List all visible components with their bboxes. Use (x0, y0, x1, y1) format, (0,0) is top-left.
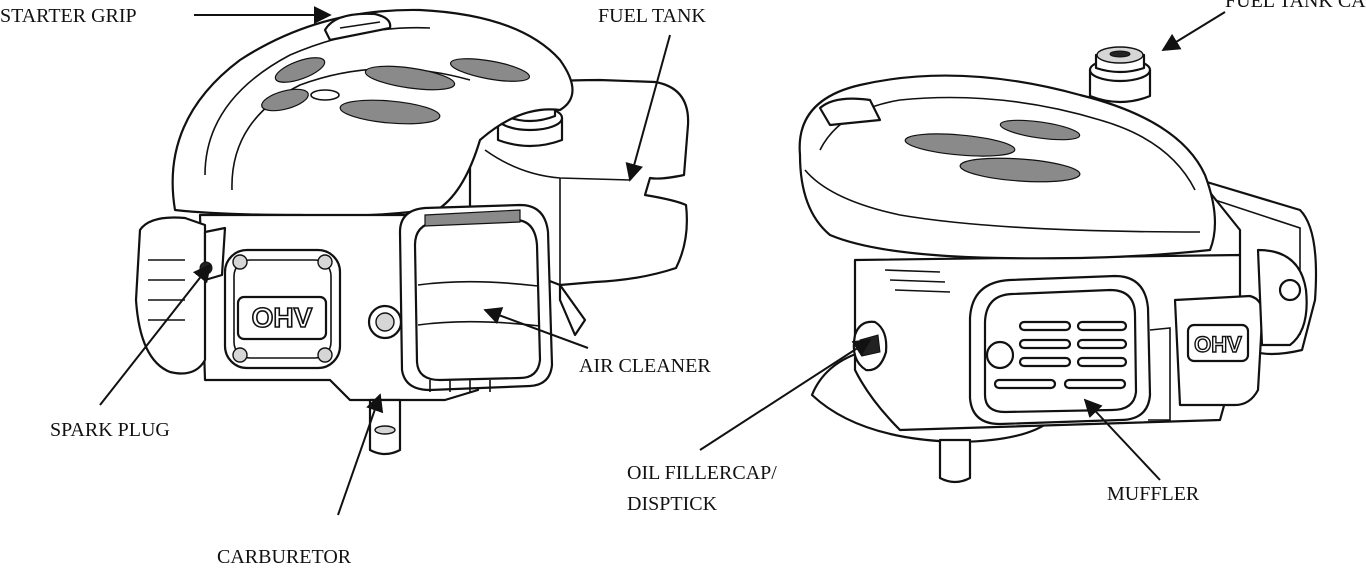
fuel-tank-cap-arrow (1161, 11, 1226, 51)
engine-shroud-left (171, 8, 574, 217)
label-carburetor: CARBURETOR (217, 546, 352, 568)
oil-fillercap-arrow (699, 339, 872, 451)
label-spark-plug: SPARK PLUG (50, 419, 170, 441)
label-starter-grip: STARTER GRIP (0, 5, 137, 27)
engine-right-illustration: OHV (798, 46, 1318, 484)
engine-left-illustration: OHV (134, 8, 690, 456)
carburetor-arrow (337, 393, 384, 516)
engine-shroud-right (798, 74, 1217, 260)
valve-cover-right: OHV (1173, 294, 1264, 407)
callout-lines (99, 6, 1226, 516)
air-cleaner-housing (398, 203, 554, 392)
muffler-arrow (1083, 398, 1161, 481)
fuel-cap-right (1088, 46, 1152, 104)
label-air-cleaner: AIR CLEANER (579, 355, 711, 377)
muffler-housing (968, 274, 1171, 426)
fuel-tank-arrow (625, 34, 671, 182)
valve-cover-left: OHV (223, 248, 342, 370)
starter-grip-handle (323, 12, 392, 42)
ohv-badge-left: OHV (252, 302, 313, 333)
ohv-badge-right: OHV (1194, 332, 1242, 357)
label-oil-fillercap-line2: DISPTICK (627, 493, 718, 515)
label-fuel-tank: FUEL TANK (598, 5, 706, 27)
oil-filler-cap (852, 320, 888, 372)
air-cleaner-arrow (483, 307, 589, 349)
spark-plug-arrow (99, 263, 212, 406)
label-oil-fillercap-line1: OIL FILLERCAP/ (627, 462, 777, 484)
label-muffler: MUFFLER (1107, 483, 1200, 505)
label-fuel-tank-cap: FUEL TANK CAP (1225, 0, 1366, 12)
